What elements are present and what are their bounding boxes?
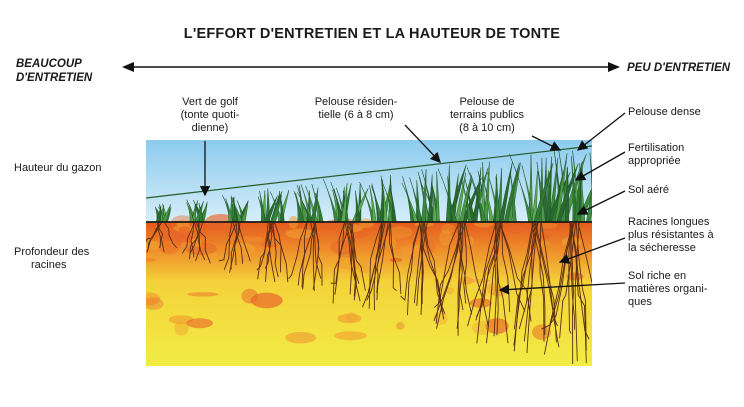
public-line2: terrains publics [450,109,524,121]
grass-height-label: Hauteur du gazon [14,162,102,174]
public-lawn-label: Pelouse de terrains publics (8 à 10 cm) [444,96,530,135]
scale-high-maintenance-label: BEAUCOUP D'ENTRETIEN [16,57,92,85]
golf-line3: dienne) [191,122,229,134]
mowing-height-line [146,145,592,199]
residential-line1: Pelouse résiden- [314,96,398,108]
organic-line2: matières organi- [628,283,708,295]
residential-lawn-label: Pelouse résiden- tielle (6 à 8 cm) [308,96,404,122]
soil-area [146,222,592,366]
dense-lawn-label: Pelouse dense [628,106,701,119]
aerated-line1: Sol aéré [628,184,669,196]
organic-soil-label: Sol riche en matières organi- ques [628,270,707,309]
fertilisation-line1: Fertilisation [628,142,685,154]
golf-line1: Vert de golf [182,96,238,108]
lawn-cross-section [146,140,592,366]
organic-line3: ques [628,296,652,308]
aerated-soil-label: Sol aéré [628,184,669,197]
golf-line2: (tonte quoti- [180,109,240,121]
long-roots-label: Racines longues plus résistantes à la sé… [628,216,714,255]
dense-line1: Pelouse dense [628,106,701,118]
sky-area [146,140,592,222]
fertilisation-label: Fertilisation appropriée [628,142,684,168]
diagram-title: L'EFFORT D'ENTRETIEN ET LA HAUTEUR DE TO… [183,26,561,42]
root-depth-line2: racines [31,259,67,271]
scale-left-line1: BEAUCOUP [16,58,82,70]
roots-line3: la sécheresse [628,242,696,254]
fertilisation-line2: appropriée [628,155,681,167]
scale-low-maintenance-label: PEU D'ENTRETIEN [627,62,731,74]
organic-line1: Sol riche en [628,270,687,282]
root-depth-line1: Profondeur des [14,246,90,258]
public-line1: Pelouse de [459,96,515,108]
public-line3: (8 à 10 cm) [459,122,515,134]
roots-line1: Racines longues [628,216,710,228]
root-depth-label: Profondeur des racines [14,246,89,272]
roots-line2: plus résistantes à [628,229,714,241]
scale-left-line2: D'ENTRETIEN [16,72,93,84]
golf-green-label: Vert de golf (tonte quoti- dienne) [176,96,244,135]
residential-line2: tielle (6 à 8 cm) [318,109,394,121]
